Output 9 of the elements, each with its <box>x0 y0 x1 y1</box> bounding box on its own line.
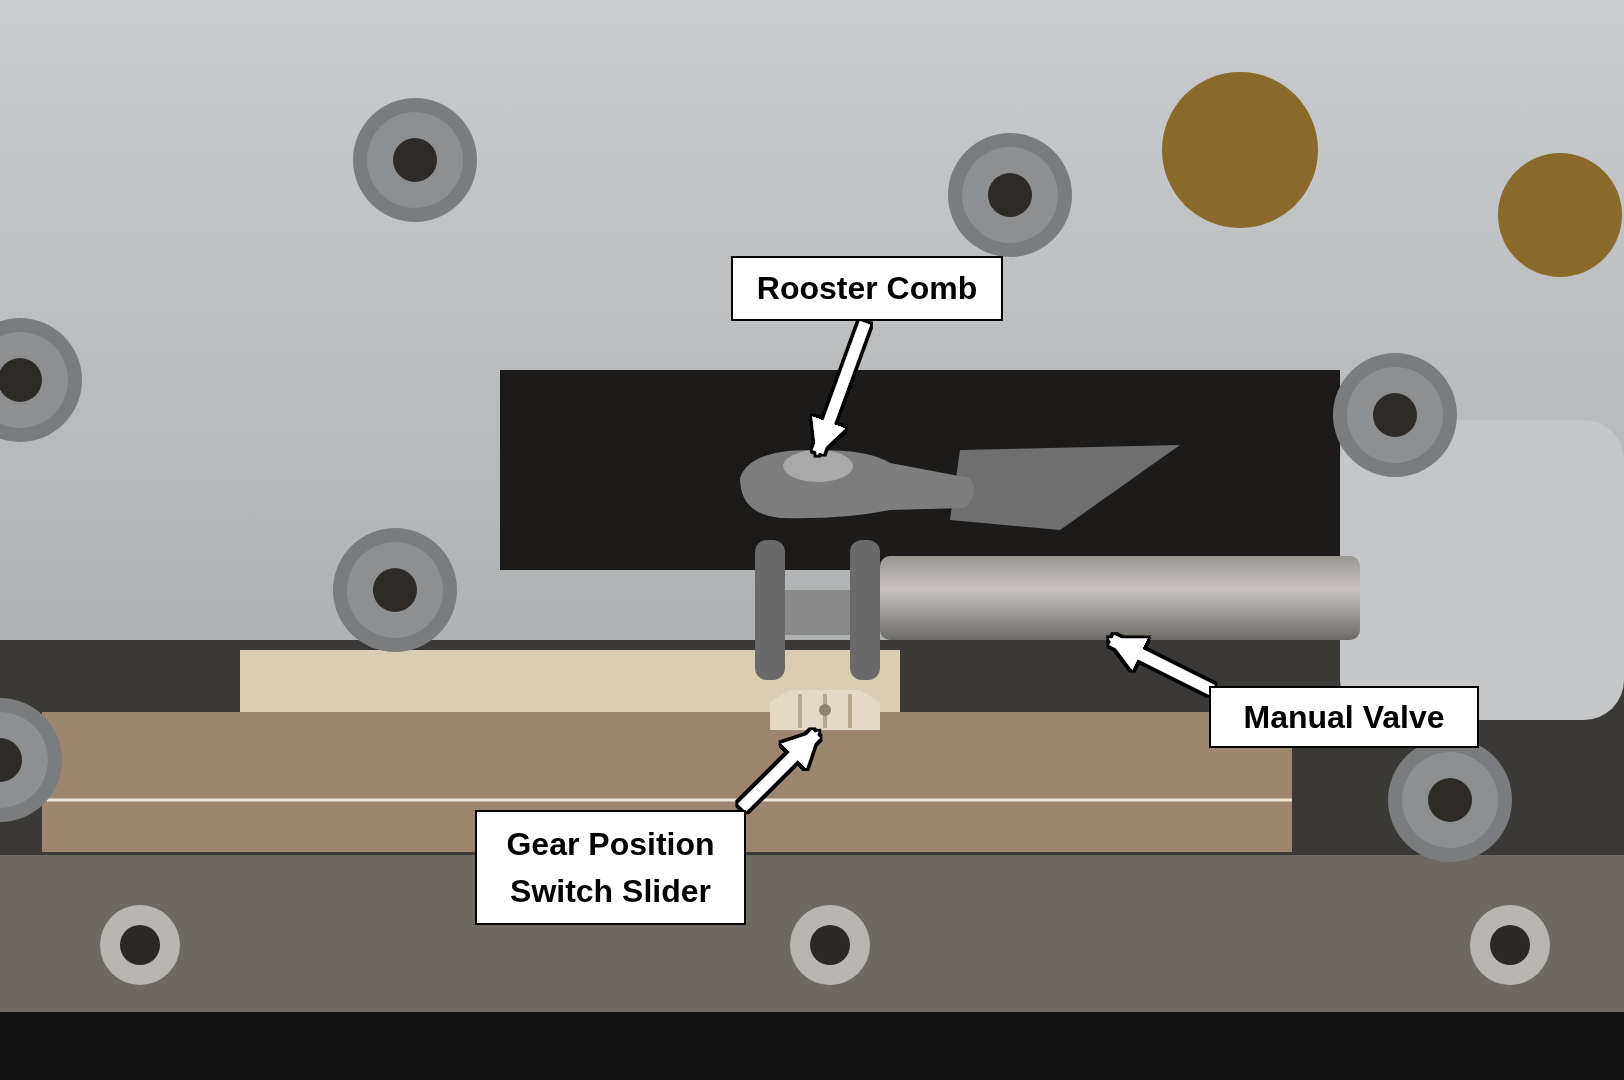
callout-label: Gear Position Switch Slider <box>505 825 716 911</box>
callout-label: Rooster Comb <box>756 269 978 309</box>
callout-label: Manual Valve <box>1243 697 1445 737</box>
switch-slider-drawing <box>770 690 880 730</box>
arrow <box>738 730 820 812</box>
callout-box <box>475 810 746 925</box>
callout-box <box>731 256 1003 321</box>
manual-valve-drawing <box>880 556 1360 640</box>
callout-box <box>1209 686 1479 748</box>
